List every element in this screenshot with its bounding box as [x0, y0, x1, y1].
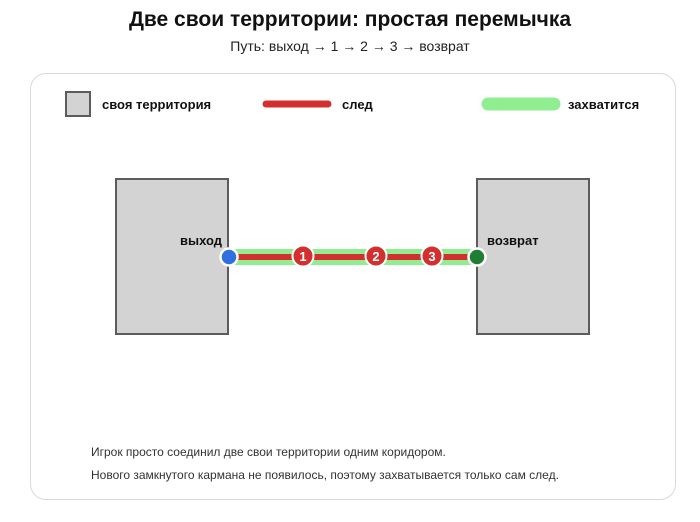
return-point [467, 247, 487, 267]
exit-point [219, 247, 239, 267]
step-marker-1: 1 [291, 244, 315, 268]
step-label-3: 3 [428, 249, 435, 264]
territory-left [115, 178, 229, 335]
legend-trail-label: след [342, 97, 374, 112]
legend-territory-swatch [65, 91, 91, 117]
return-label: возврат [487, 233, 539, 248]
legend-capture-label: захватится [568, 97, 639, 112]
legend-territory-label: своя территория [102, 97, 211, 112]
territory-right [476, 178, 590, 335]
step-label-2: 2 [372, 249, 379, 264]
note-line-2: Нового замкнутого кармана не появилось, … [91, 468, 559, 482]
page-title: Две свои территории: простая перемычка [128, 8, 572, 31]
page-subtitle: Путь: выход → 1 → 2 → 3 → возврат [230, 38, 470, 54]
step-marker-2: 2 [364, 244, 388, 268]
step-marker-3: 3 [420, 244, 444, 268]
step-label-1: 1 [299, 249, 306, 264]
note-line-1: Игрок просто соединил две свои территори… [91, 445, 446, 459]
exit-label: выход [180, 233, 223, 248]
